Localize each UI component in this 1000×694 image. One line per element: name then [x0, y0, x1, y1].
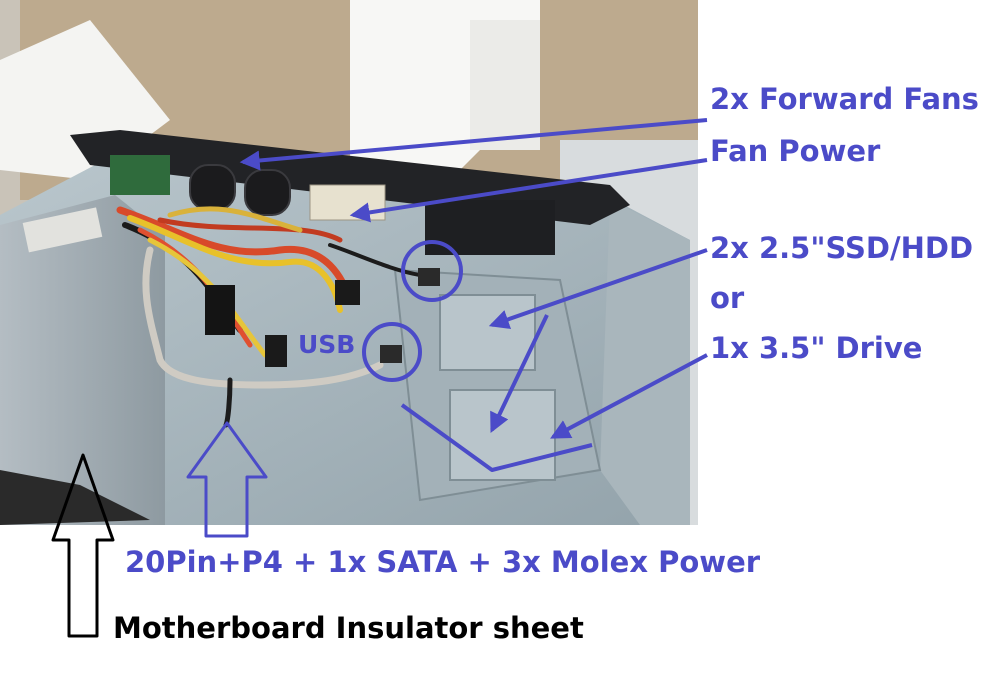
ssd-arrow-upper [488, 248, 708, 329]
ssd-hdd-label: 2x 2.5"SSD/HDD [710, 231, 974, 265]
margin-right [698, 0, 1000, 694]
insulator-sheet-arrow [51, 453, 115, 638]
drive-bay-cutout-top [439, 294, 536, 371]
drive-bay-bracket-line [400, 403, 593, 472]
or-label: or [710, 281, 745, 315]
foam-block-right [470, 20, 540, 150]
molex-connector [265, 335, 287, 367]
usb-connector-highlight [362, 322, 422, 382]
fan-power-arrow [349, 158, 708, 223]
ssd-arrow-middle [490, 314, 549, 434]
power-connectors-label: 20Pin+P4 + 1x SATA + 3x Molex Power [125, 545, 761, 579]
drive-35-label: 1x 3.5" Drive [710, 331, 923, 365]
forward-fans-label: 2x Forward Fans [710, 82, 979, 116]
fan-connector [418, 268, 440, 286]
insulator-sheet-label: Motherboard Insulator sheet [113, 611, 584, 645]
fan-right [244, 169, 291, 216]
tray-side-wall [600, 200, 690, 525]
control-board [110, 155, 170, 195]
atx-connector [205, 285, 235, 335]
power-connectors-arrow [186, 421, 268, 538]
black-insulator-edge [0, 470, 150, 525]
fan-header-board [309, 184, 386, 221]
fan-power-label: Fan Power [710, 134, 881, 168]
ssd-arrow-lower [550, 353, 708, 439]
forward-fans-arrow [239, 118, 708, 171]
usb-label: USB [298, 330, 356, 359]
power-supply [0, 195, 165, 525]
fan-left [189, 164, 236, 211]
usb-header-connector [380, 345, 402, 363]
cpu-p4-connector [335, 280, 360, 305]
psu-label [22, 207, 103, 253]
fan-connector-highlight [401, 240, 463, 302]
